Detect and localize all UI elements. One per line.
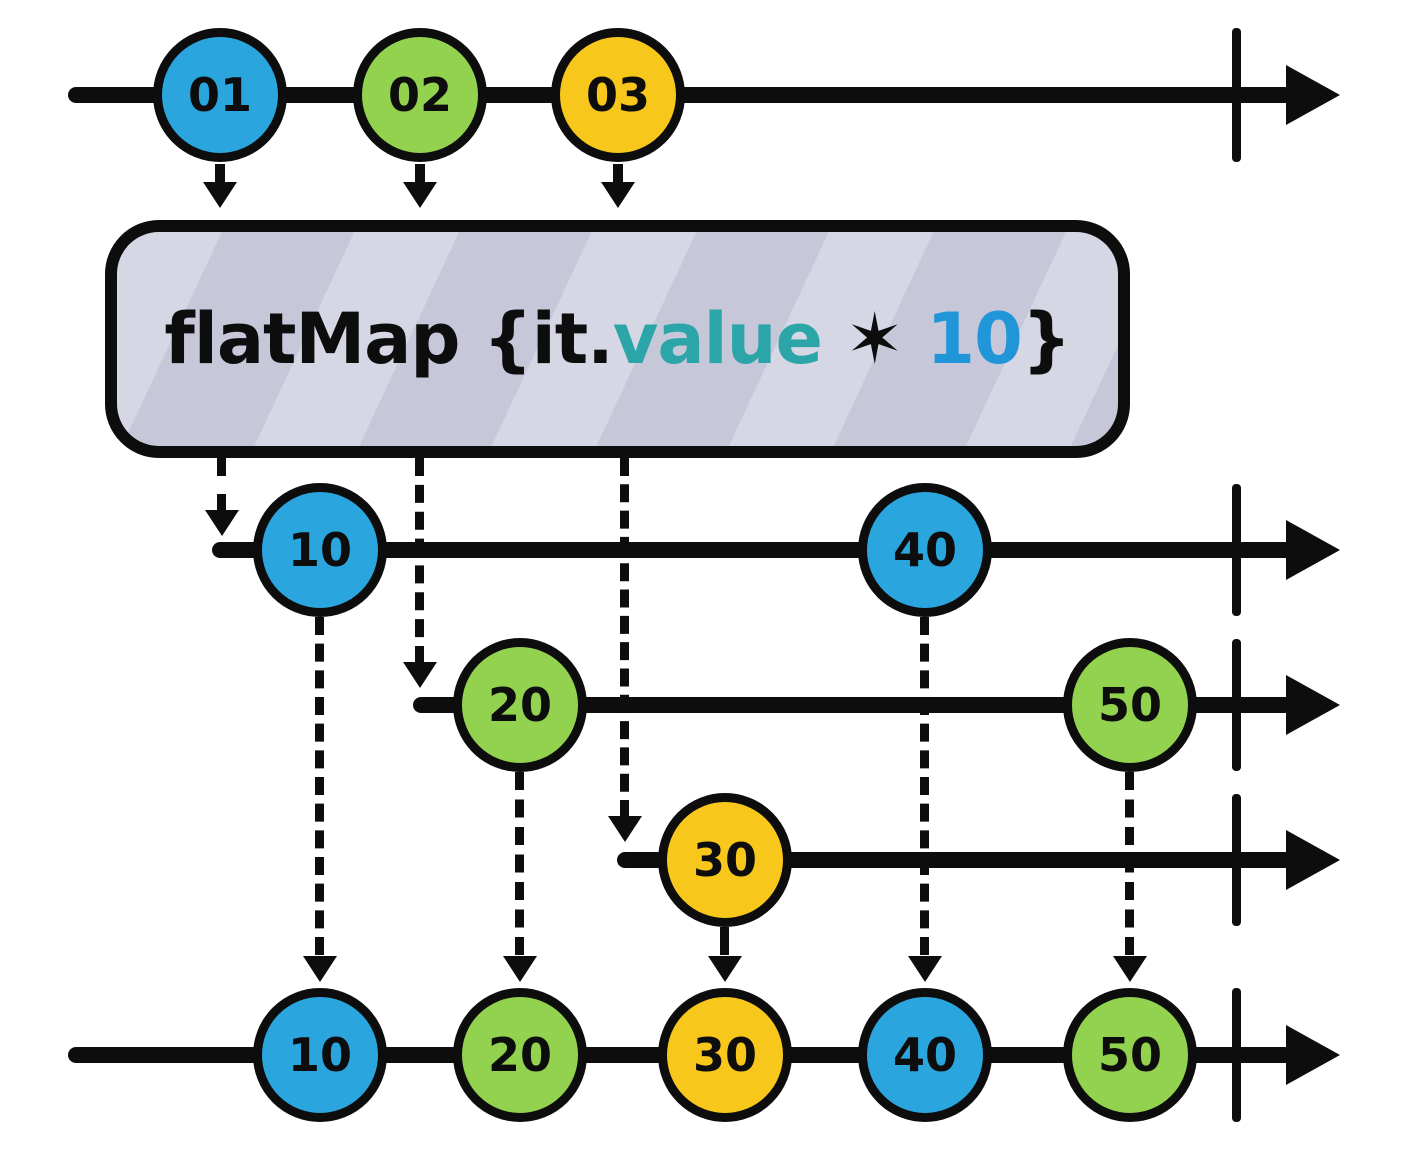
timeline-end-tick <box>1232 28 1241 162</box>
timeline-end-tick <box>1232 794 1241 926</box>
connector-arrow-down-icon <box>1113 956 1147 982</box>
operator-expression: flatMap {it.value ✶ 10} <box>164 298 1072 380</box>
arrow-right-icon <box>1286 1025 1340 1085</box>
connector-arrow-down-icon <box>608 816 642 842</box>
connector-arrow-down-icon <box>503 956 537 982</box>
marble-30-output: 30 <box>658 988 792 1122</box>
flatmap-operator-box: flatMap {it.value ✶ 10} <box>105 220 1130 458</box>
connector-dashed-line <box>315 617 324 955</box>
emit-arrow-down-icon <box>601 182 635 208</box>
emit-arrow-stem <box>415 164 425 184</box>
marble-50-inner: 50 <box>1063 638 1197 772</box>
marble-01: 01 <box>153 28 287 162</box>
arrow-right-icon <box>1286 520 1340 580</box>
connector-dashed-line <box>720 927 729 955</box>
emit-arrow-down-icon <box>403 182 437 208</box>
operator-text-suffix: } <box>1021 298 1072 380</box>
connector-arrow-down-icon <box>205 510 239 536</box>
operator-text-star-icon: ✶ <box>821 298 927 380</box>
emit-arrow-stem <box>613 164 623 184</box>
operator-text-prefix: flatMap {it. <box>164 298 613 380</box>
arrow-right-icon <box>1286 65 1340 125</box>
emit-arrow-stem <box>215 164 225 184</box>
connector-arrow-down-icon <box>908 956 942 982</box>
marble-20-inner: 20 <box>453 638 587 772</box>
arrow-right-icon <box>1286 830 1340 890</box>
marble-50-output: 50 <box>1063 988 1197 1122</box>
marble-40-inner: 40 <box>858 483 992 617</box>
connector-dashed-line <box>1125 772 1134 955</box>
marble-10-output: 10 <box>253 988 387 1122</box>
timeline-line <box>212 542 1308 558</box>
connector-arrow-down-icon <box>708 956 742 982</box>
connector-arrow-down-icon <box>303 956 337 982</box>
arrow-right-icon <box>1286 675 1340 735</box>
timeline-end-tick <box>1232 484 1241 616</box>
emit-arrow-down-icon <box>203 182 237 208</box>
timeline-end-tick <box>1232 639 1241 771</box>
connector-dashed-line <box>415 458 424 664</box>
connector-arrow-down-icon <box>403 662 437 688</box>
marble-03: 03 <box>551 28 685 162</box>
connector-dashed-line <box>515 772 524 955</box>
marble-20-output: 20 <box>453 988 587 1122</box>
connector-dashed-line <box>620 458 629 818</box>
timeline-end-tick <box>1232 988 1241 1122</box>
marble-02: 02 <box>353 28 487 162</box>
marble-30-inner: 30 <box>658 793 792 927</box>
connector-dashed-line <box>920 617 929 955</box>
operator-text-property: value <box>612 298 823 380</box>
connector-dashed-line <box>217 458 226 512</box>
marble-10-inner: 10 <box>253 483 387 617</box>
operator-text-multiplier: 10 <box>926 298 1022 380</box>
marble-40-output: 40 <box>858 988 992 1122</box>
